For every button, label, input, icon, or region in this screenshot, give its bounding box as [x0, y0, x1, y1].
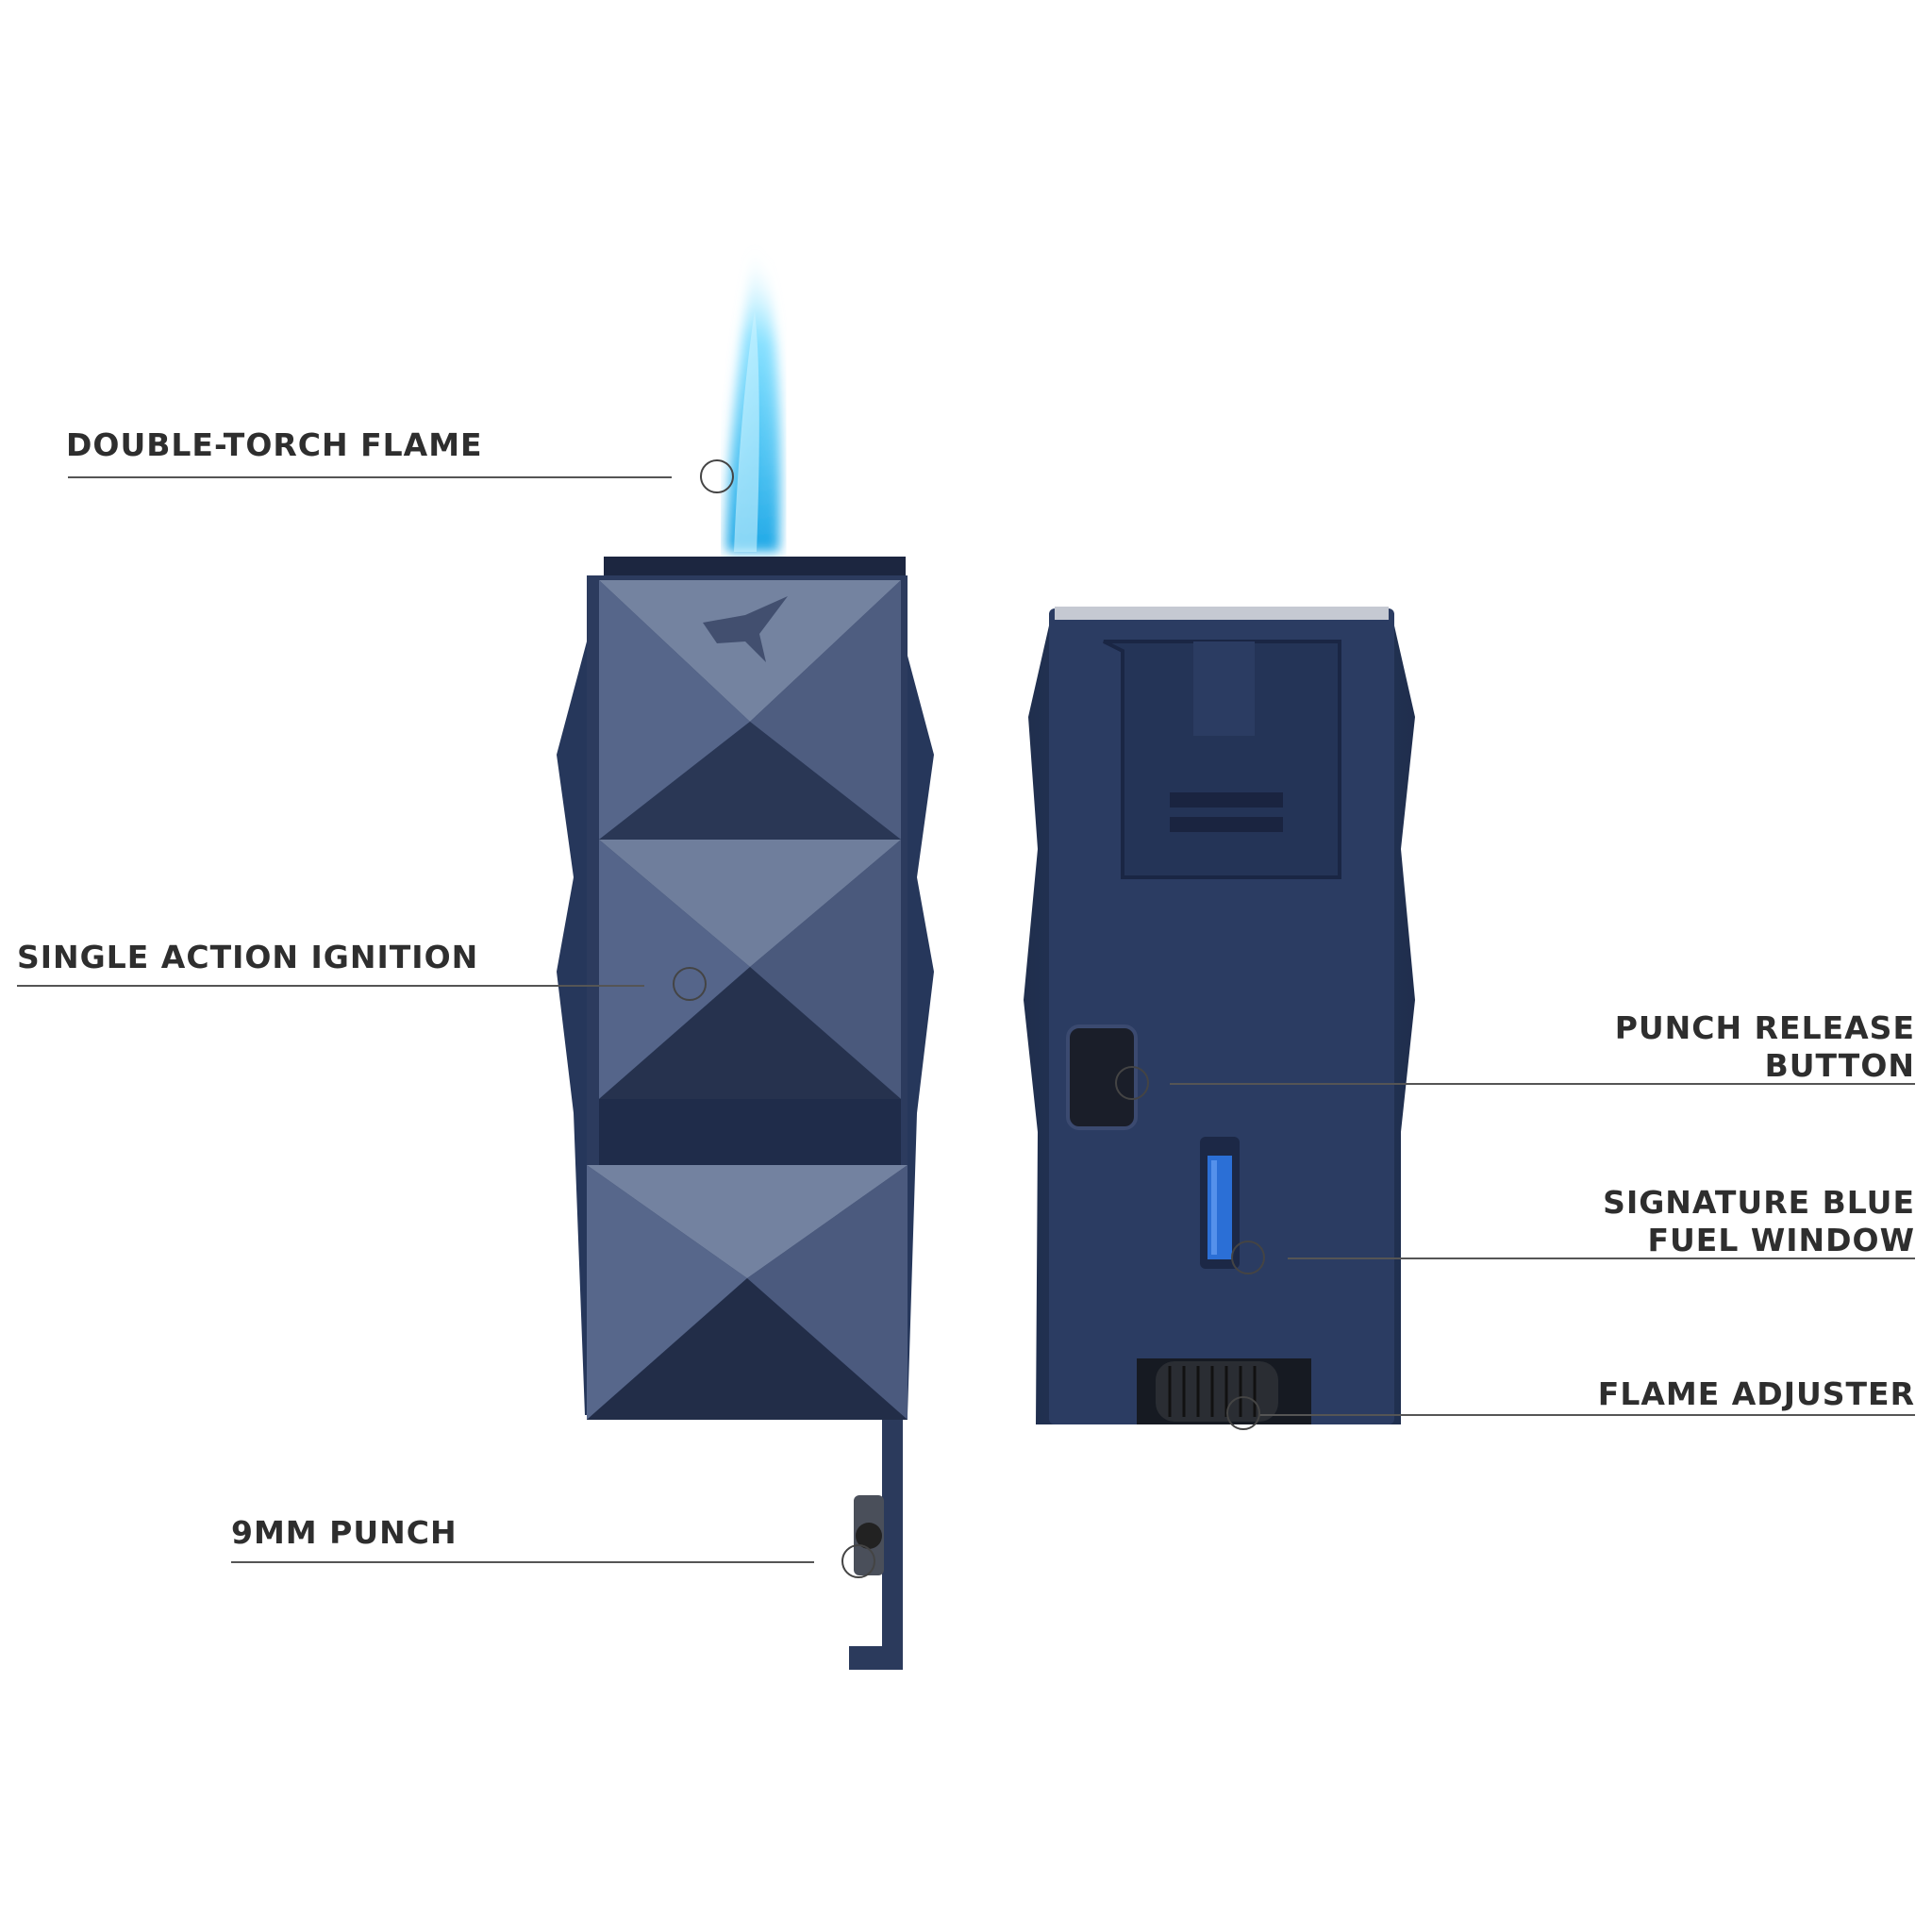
bird-logo-icon	[703, 596, 788, 662]
bottom-block	[587, 1165, 908, 1420]
label-single-action-ignition: SINGLE ACTION IGNITION	[17, 939, 479, 975]
front-lighter	[557, 557, 934, 1670]
marker-single-action-ignition	[673, 967, 707, 1001]
leader-9mm-punch	[231, 1561, 814, 1563]
leader-punch-release	[1170, 1083, 1915, 1085]
label-double-torch-flame: DOUBLE-TORCH FLAME	[66, 426, 483, 463]
leader-single-action-ignition	[17, 985, 644, 987]
marker-punch-release	[1115, 1066, 1149, 1100]
leader-fuel-window	[1288, 1257, 1915, 1259]
fuel-window-graphic	[1208, 1156, 1232, 1259]
punch-bracket	[849, 1420, 903, 1670]
label-punch-release-line2: BUTTON	[1764, 1047, 1915, 1084]
marker-double-torch-flame	[700, 459, 734, 493]
label-fuel-window-line2: FUEL WINDOW	[1647, 1222, 1915, 1258]
back-lighter	[1024, 607, 1415, 1424]
leader-flame-adjuster	[1259, 1414, 1915, 1416]
label-flame-adjuster: FLAME ADJUSTER	[1597, 1375, 1915, 1412]
leader-double-torch-flame	[68, 476, 672, 478]
label-fuel-window-line1: SIGNATURE BLUE	[1603, 1184, 1915, 1221]
marker-flame-adjuster	[1226, 1396, 1260, 1430]
ignition-block	[599, 580, 901, 1099]
marker-fuel-window	[1231, 1241, 1265, 1274]
label-punch-release-line1: PUNCH RELEASE	[1614, 1009, 1915, 1046]
label-9mm-punch: 9MM PUNCH	[231, 1514, 458, 1551]
marker-9mm-punch	[841, 1544, 875, 1578]
